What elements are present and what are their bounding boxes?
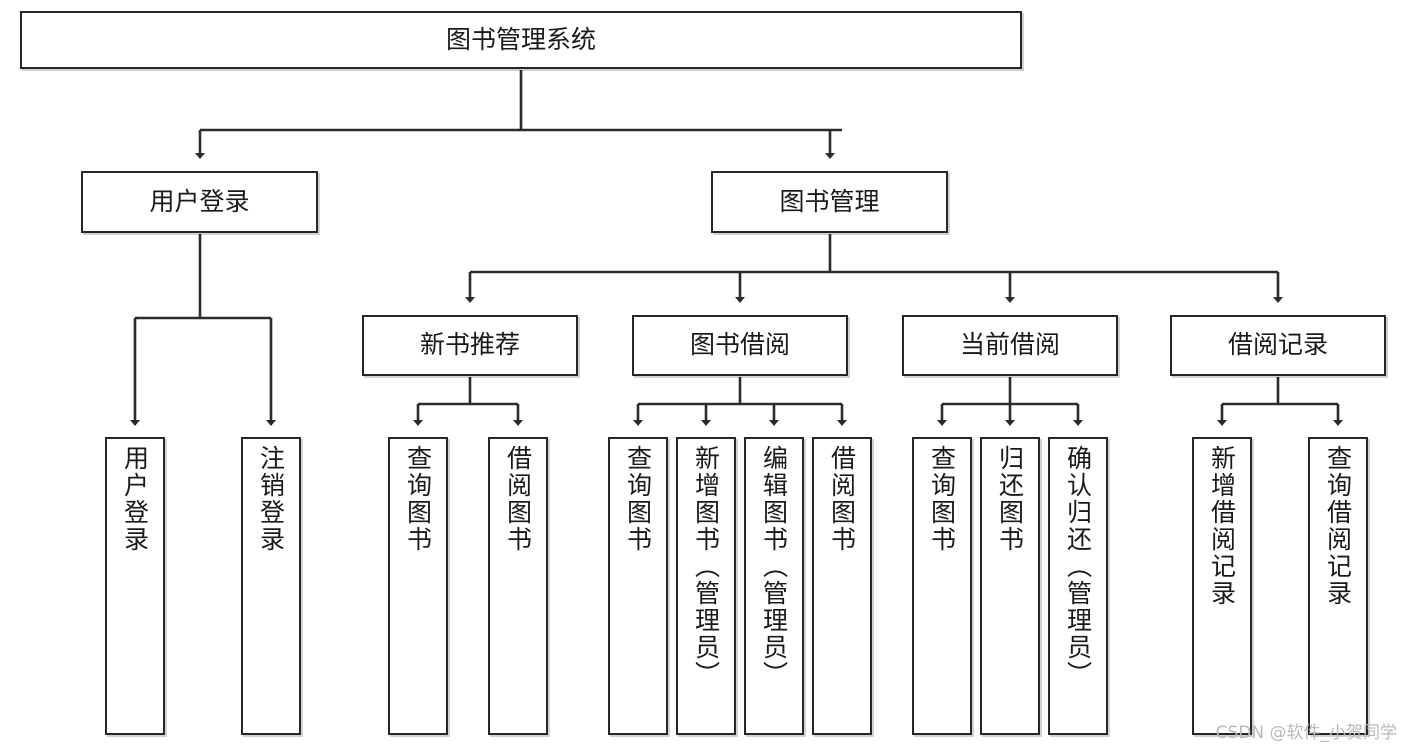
node-leaf-query-book-3-label: 查询图书 xyxy=(927,445,957,553)
node-book-borrow[interactable]: 图书借阅 xyxy=(632,315,848,376)
node-leaf-confirm-return[interactable]: 确认归还（管理员） xyxy=(1048,437,1108,735)
csdn-watermark: CSDN @软件_小贺同学 xyxy=(1215,723,1397,743)
node-book-borrow-label: 图书借阅 xyxy=(689,330,790,360)
node-leaf-add-borrow-record-label: 新增借阅记录 xyxy=(1207,445,1237,607)
node-leaf-edit-book-label: 编辑图书（管理员） xyxy=(759,445,789,688)
node-leaf-logout-login[interactable]: 注销登录 xyxy=(241,437,301,735)
node-leaf-query-borrow-record-label: 查询借阅记录 xyxy=(1323,445,1353,607)
node-leaf-borrow-book-2[interactable]: 借阅图书 xyxy=(812,437,872,735)
node-book-manage[interactable]: 图书管理 xyxy=(711,171,948,233)
node-leaf-query-borrow-record[interactable]: 查询借阅记录 xyxy=(1308,437,1368,735)
node-leaf-user-login[interactable]: 用户登录 xyxy=(105,437,165,735)
node-leaf-add-book[interactable]: 新增图书（管理员） xyxy=(676,437,736,735)
node-leaf-add-book-label: 新增图书（管理员） xyxy=(691,445,721,688)
node-leaf-query-book-2-label: 查询图书 xyxy=(623,445,653,553)
node-root-label: 图书管理系统 xyxy=(445,24,596,54)
node-leaf-logout-login-label: 注销登录 xyxy=(256,445,286,553)
node-new-book-recommend-label: 新书推荐 xyxy=(419,330,520,360)
node-current-borrow[interactable]: 当前借阅 xyxy=(902,315,1118,376)
node-leaf-add-borrow-record[interactable]: 新增借阅记录 xyxy=(1192,437,1252,735)
node-root[interactable]: 图书管理系统 xyxy=(20,11,1022,69)
node-current-borrow-label: 当前借阅 xyxy=(959,330,1060,360)
node-leaf-confirm-return-label: 确认归还（管理员） xyxy=(1063,445,1093,688)
node-leaf-return-book-label: 归还图书 xyxy=(995,445,1025,553)
node-leaf-query-book-1-label: 查询图书 xyxy=(403,445,433,553)
node-leaf-query-book-1[interactable]: 查询图书 xyxy=(388,437,448,735)
node-leaf-return-book[interactable]: 归还图书 xyxy=(980,437,1040,735)
node-book-manage-label: 图书管理 xyxy=(779,186,880,216)
node-leaf-query-book-3[interactable]: 查询图书 xyxy=(912,437,972,735)
node-leaf-borrow-book-1[interactable]: 借阅图书 xyxy=(488,437,548,735)
node-user-login-label: 用户登录 xyxy=(149,186,250,216)
node-leaf-borrow-book-1-label: 借阅图书 xyxy=(503,445,533,553)
node-borrow-record-label: 借阅记录 xyxy=(1227,330,1328,360)
node-new-book-recommend[interactable]: 新书推荐 xyxy=(362,315,578,376)
node-leaf-edit-book[interactable]: 编辑图书（管理员） xyxy=(744,437,804,735)
node-leaf-user-login-label: 用户登录 xyxy=(120,445,150,553)
node-leaf-query-book-2[interactable]: 查询图书 xyxy=(608,437,668,735)
node-borrow-record[interactable]: 借阅记录 xyxy=(1170,315,1386,376)
node-user-login[interactable]: 用户登录 xyxy=(81,171,318,233)
node-leaf-borrow-book-2-label: 借阅图书 xyxy=(827,445,857,553)
